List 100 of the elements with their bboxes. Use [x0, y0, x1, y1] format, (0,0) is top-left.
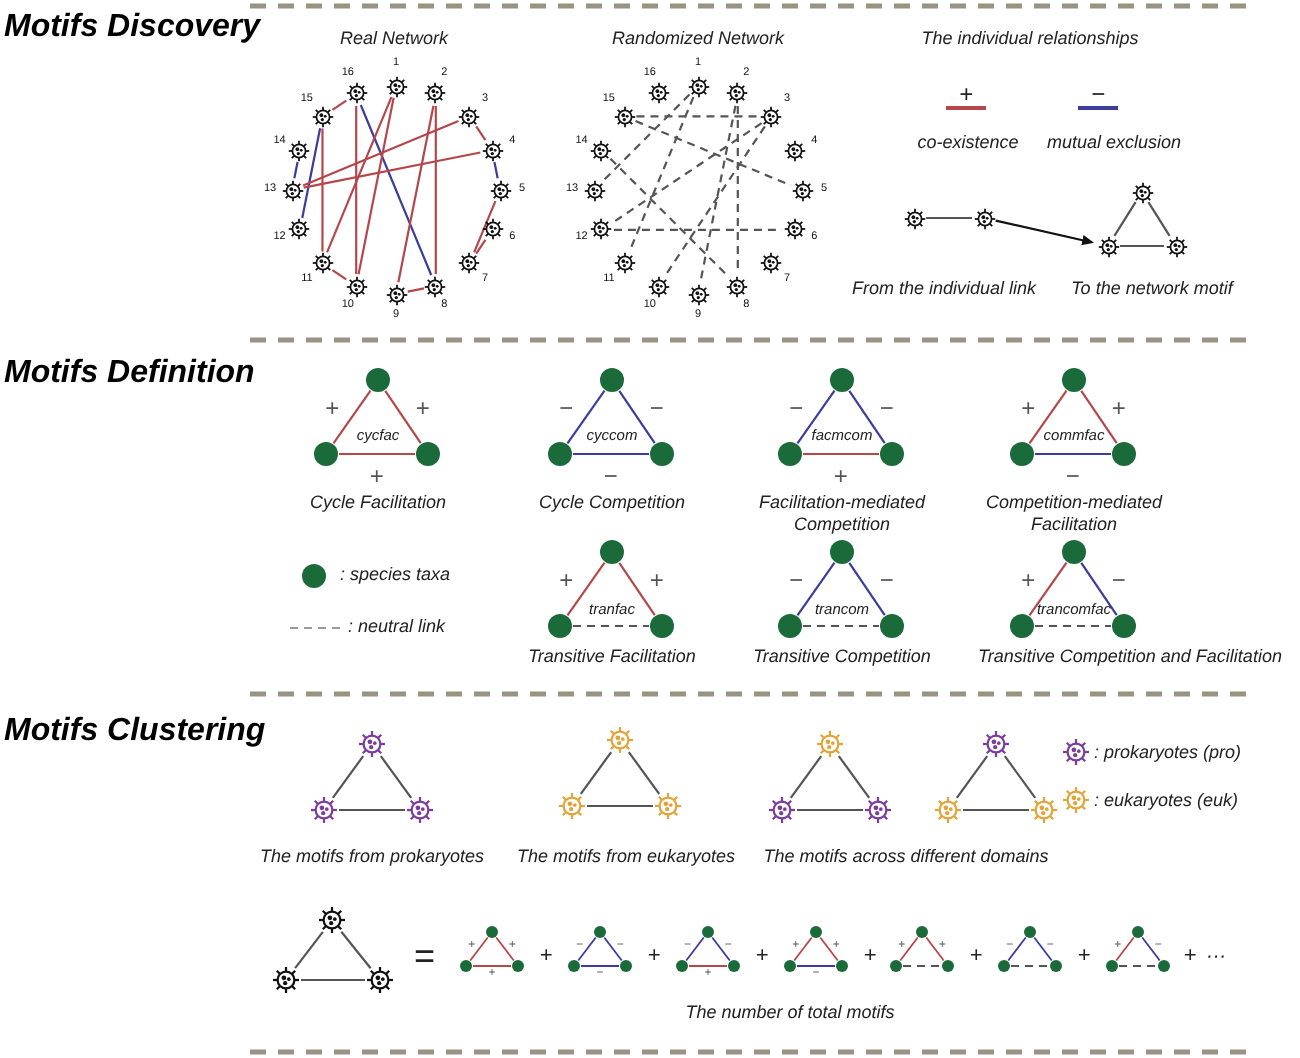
- symbol: +: [863, 944, 877, 971]
- network-link: [1141, 936, 1161, 962]
- species-node: [830, 540, 854, 564]
- arrow: [995, 219, 1094, 246]
- network-link: [294, 931, 324, 969]
- network-link: [609, 157, 731, 279]
- network-link: [1028, 390, 1068, 444]
- species-node: [600, 540, 624, 564]
- edge-label: +: [649, 567, 664, 592]
- network-link: [636, 115, 760, 118]
- network-link: [1080, 562, 1118, 616]
- microbe-icon: [613, 105, 636, 128]
- microbe-icon: [606, 726, 634, 754]
- caption: Cycle Competition: [538, 492, 686, 514]
- network-link: [339, 452, 415, 456]
- species-node: [702, 926, 714, 938]
- microbe-icon: [406, 796, 434, 824]
- network-link: [628, 96, 695, 253]
- network-link: [566, 390, 606, 444]
- symbol: +: [969, 944, 983, 971]
- network-link: [796, 965, 836, 967]
- caption: The number of total motifs: [685, 1002, 895, 1024]
- network-link: [303, 151, 481, 189]
- species-node: [512, 960, 524, 972]
- caption: To the network motif: [1071, 278, 1233, 300]
- species-node: [548, 614, 572, 638]
- edge-label: −: [1111, 567, 1126, 592]
- microbe-icon: [366, 966, 394, 994]
- network-link: [618, 562, 656, 616]
- edge-label: −: [879, 395, 894, 420]
- network-link: [326, 96, 393, 253]
- network-link: [627, 751, 661, 795]
- network-link: [587, 804, 653, 808]
- network-link: [577, 936, 597, 962]
- species-node: [460, 960, 472, 972]
- microbe-icon: [583, 179, 605, 201]
- network-link: [902, 965, 942, 967]
- species-node: [594, 926, 606, 938]
- section-heading: Motifs Definition: [4, 354, 255, 393]
- microbe-icon: [903, 207, 925, 229]
- caption: Transitive Competition: [753, 646, 931, 668]
- species-node: [810, 926, 822, 938]
- network-link: [359, 104, 433, 276]
- network-link: [1033, 936, 1053, 962]
- microbe-icon: [687, 283, 709, 305]
- network-link: [331, 755, 365, 799]
- caption: mutual exclusion: [1046, 132, 1182, 154]
- species-node: [784, 960, 796, 972]
- microbe-icon: [647, 82, 670, 105]
- symbol: +: [755, 944, 769, 971]
- species-node: [1010, 614, 1034, 638]
- microbe-icon: [424, 82, 447, 105]
- network-link: [899, 936, 919, 962]
- species-node: [1010, 442, 1034, 466]
- microbe-icon: [791, 179, 813, 201]
- microbe-icon: [783, 218, 806, 241]
- network-link: [837, 755, 871, 799]
- network-link: [340, 931, 372, 969]
- species-node: [1024, 926, 1036, 938]
- microbe-icon: [647, 275, 670, 298]
- caption: Cycle Facilitation: [309, 492, 447, 514]
- edge-label: −: [1065, 463, 1080, 488]
- edge-label: −: [559, 395, 574, 420]
- microbe-icon: [481, 218, 504, 241]
- edge-label: +: [415, 395, 430, 420]
- caption: From the individual link: [851, 278, 1037, 300]
- network-link: [580, 965, 620, 967]
- species-node: [620, 960, 632, 972]
- species-node: [1062, 540, 1086, 564]
- network-link: [566, 562, 606, 616]
- network-link: [331, 269, 347, 281]
- network-link: [803, 452, 879, 456]
- network-link: [579, 751, 613, 795]
- species-node: [880, 614, 904, 638]
- microbe-icon: [613, 252, 636, 275]
- section-heading: Motifs Clustering: [4, 712, 266, 751]
- microbe-icon: [783, 139, 806, 162]
- microbe-icon: [489, 179, 511, 201]
- edge-label: −: [879, 567, 894, 592]
- network-link: [1007, 936, 1027, 962]
- species-node: [1106, 960, 1118, 972]
- network-link: [321, 128, 324, 252]
- species-node: [366, 368, 390, 392]
- microbe-icon: [590, 218, 613, 241]
- caption: Randomized Network: [611, 28, 785, 50]
- network-link: [332, 390, 372, 444]
- network-link: [397, 105, 435, 283]
- network-link: [573, 452, 649, 456]
- species-node: [942, 960, 954, 972]
- edge-label: +: [1111, 395, 1126, 420]
- microbe-icon: [424, 275, 447, 298]
- microbe-icon: [558, 792, 586, 820]
- microbe-icon: [982, 730, 1010, 758]
- network-link: [1120, 244, 1164, 248]
- microbe-icon: [934, 796, 962, 824]
- network-link: [301, 128, 322, 219]
- edge-label: −: [649, 395, 664, 420]
- caption: Competition-mediated Facilitation: [983, 492, 1165, 536]
- microbe-icon: [311, 252, 334, 275]
- caption: Real Network: [339, 28, 449, 50]
